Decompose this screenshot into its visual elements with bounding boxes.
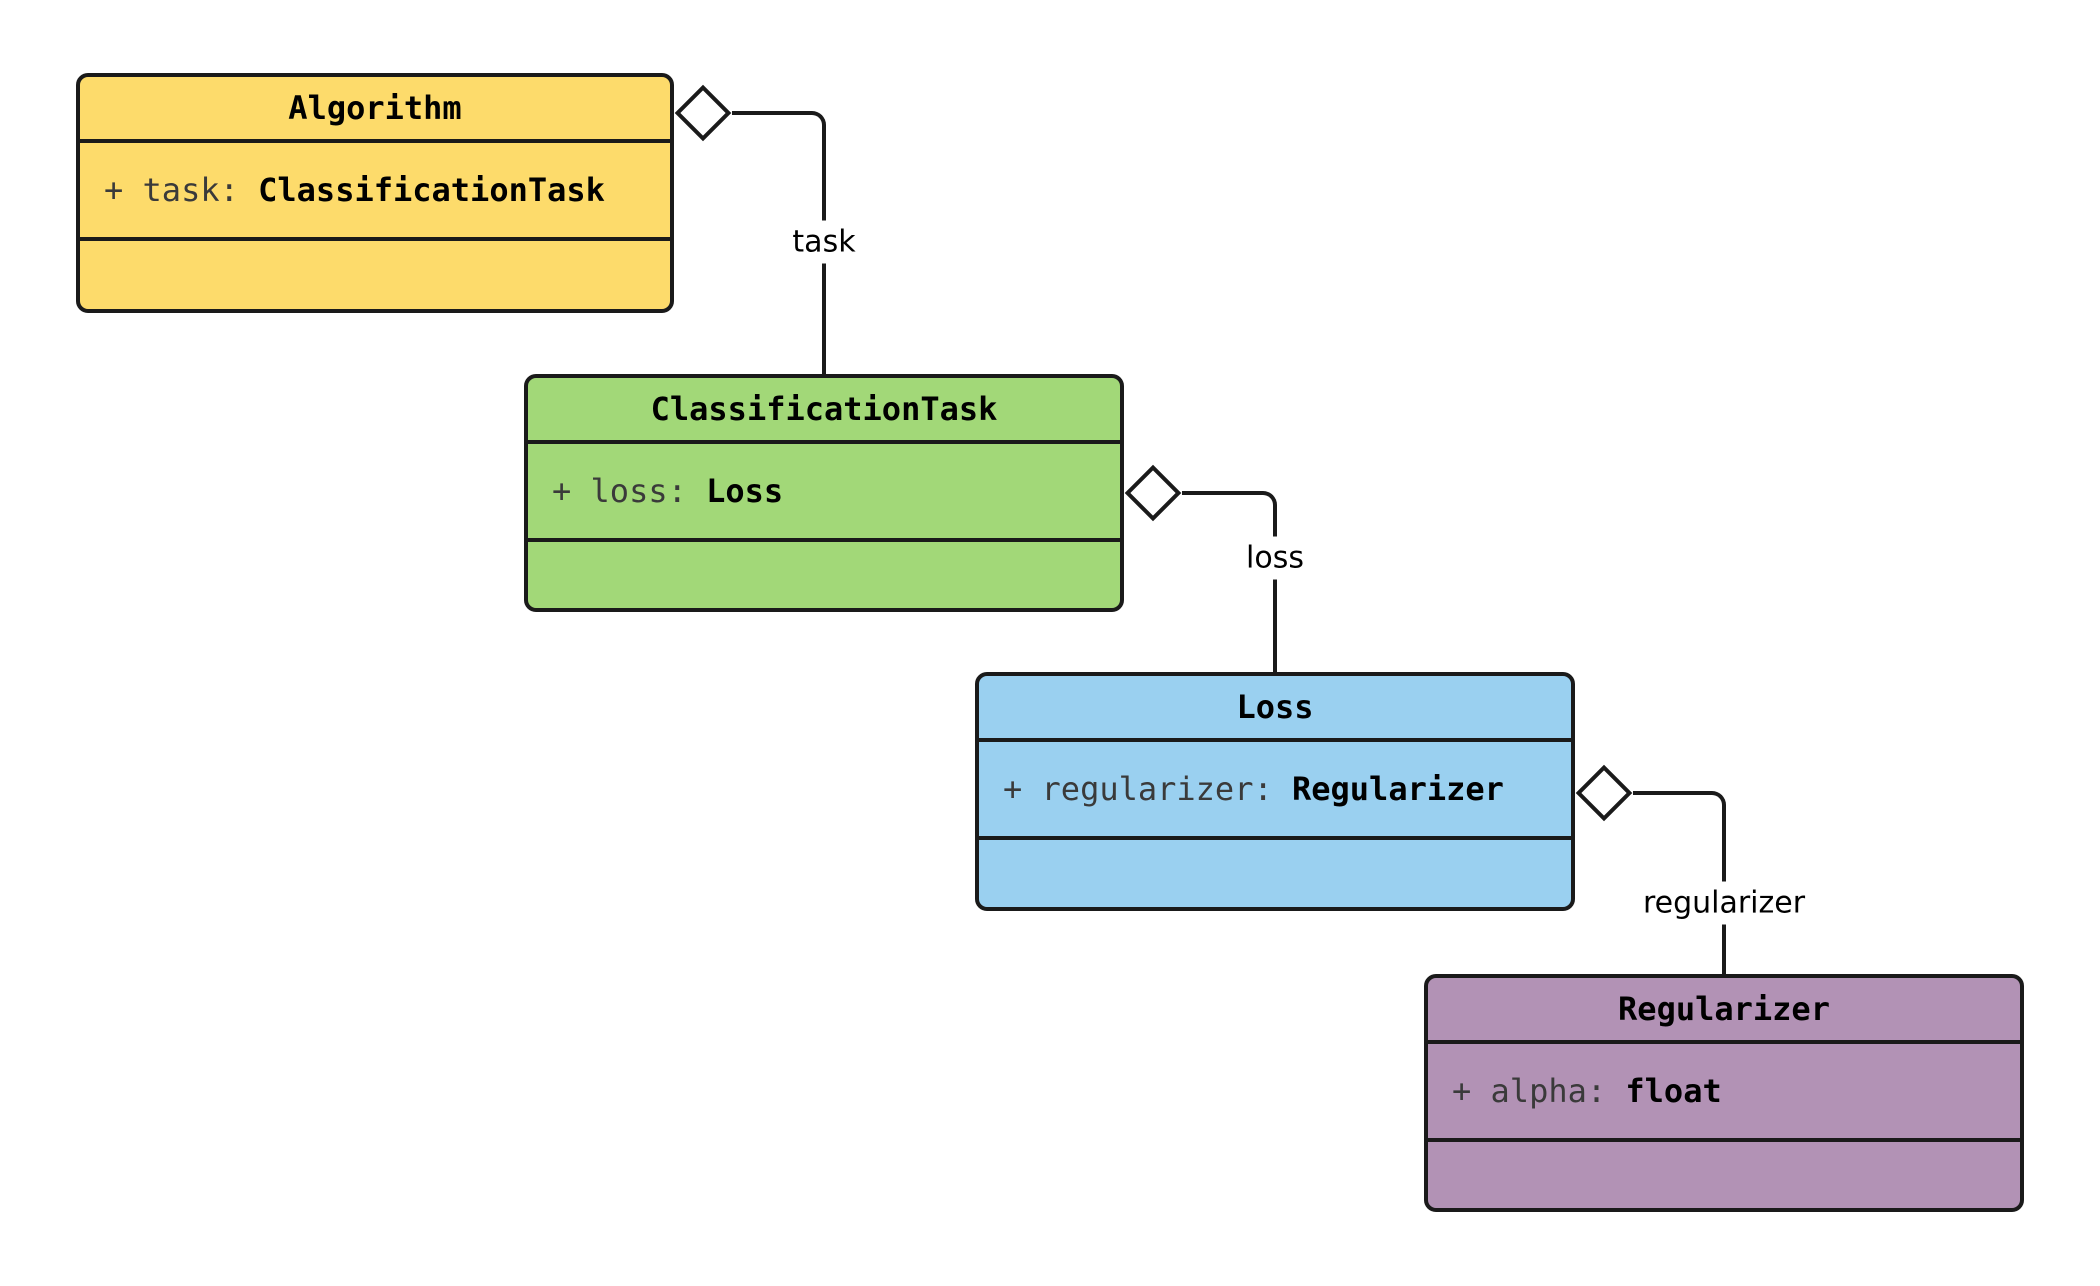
attribute-type: Loss — [706, 472, 784, 510]
attribute-type: float — [1625, 1072, 1722, 1110]
attribute-name: + regularizer: — [1003, 770, 1292, 808]
class-title: ClassificationTask — [528, 378, 1120, 444]
attribute-type: Regularizer — [1291, 770, 1504, 808]
aggregation-diamond-icon — [1575, 764, 1633, 822]
class-box-regularizer: Regularizer + alpha: float — [1424, 974, 2024, 1212]
class-attributes: + loss: Loss — [528, 444, 1120, 542]
edge-elbow — [1182, 491, 1277, 519]
class-attributes: + alpha: float — [1428, 1044, 2020, 1142]
class-title: Regularizer — [1428, 978, 2020, 1044]
class-methods-compartment — [80, 241, 670, 309]
class-methods-compartment — [528, 542, 1120, 610]
class-box-classificationtask: ClassificationTask + loss: Loss — [524, 374, 1124, 612]
aggregation-diamond-icon — [1124, 464, 1182, 522]
edge-label-regularizer: regularizer — [1634, 881, 1814, 925]
edge-label-task: task — [784, 220, 864, 264]
class-methods-compartment — [1428, 1142, 2020, 1210]
attribute-name: + alpha: — [1452, 1072, 1626, 1110]
class-title: Algorithm — [80, 77, 670, 143]
edge-elbow — [1633, 791, 1726, 819]
attribute-name: + loss: — [552, 472, 707, 510]
attribute-name: + task: — [104, 171, 259, 209]
class-methods-compartment — [979, 840, 1571, 908]
class-title: Loss — [979, 676, 1571, 742]
edge-elbow — [732, 111, 826, 139]
class-box-algorithm: Algorithm + task: ClassificationTask — [76, 73, 674, 313]
edge-vertical-line — [1273, 517, 1277, 672]
aggregation-diamond-icon — [674, 84, 732, 142]
attribute-type: ClassificationTask — [258, 171, 605, 209]
class-attributes: + regularizer: Regularizer — [979, 742, 1571, 840]
class-attributes: + task: ClassificationTask — [80, 143, 670, 241]
edge-label-loss: loss — [1238, 536, 1312, 580]
class-box-loss: Loss + regularizer: Regularizer — [975, 672, 1575, 911]
